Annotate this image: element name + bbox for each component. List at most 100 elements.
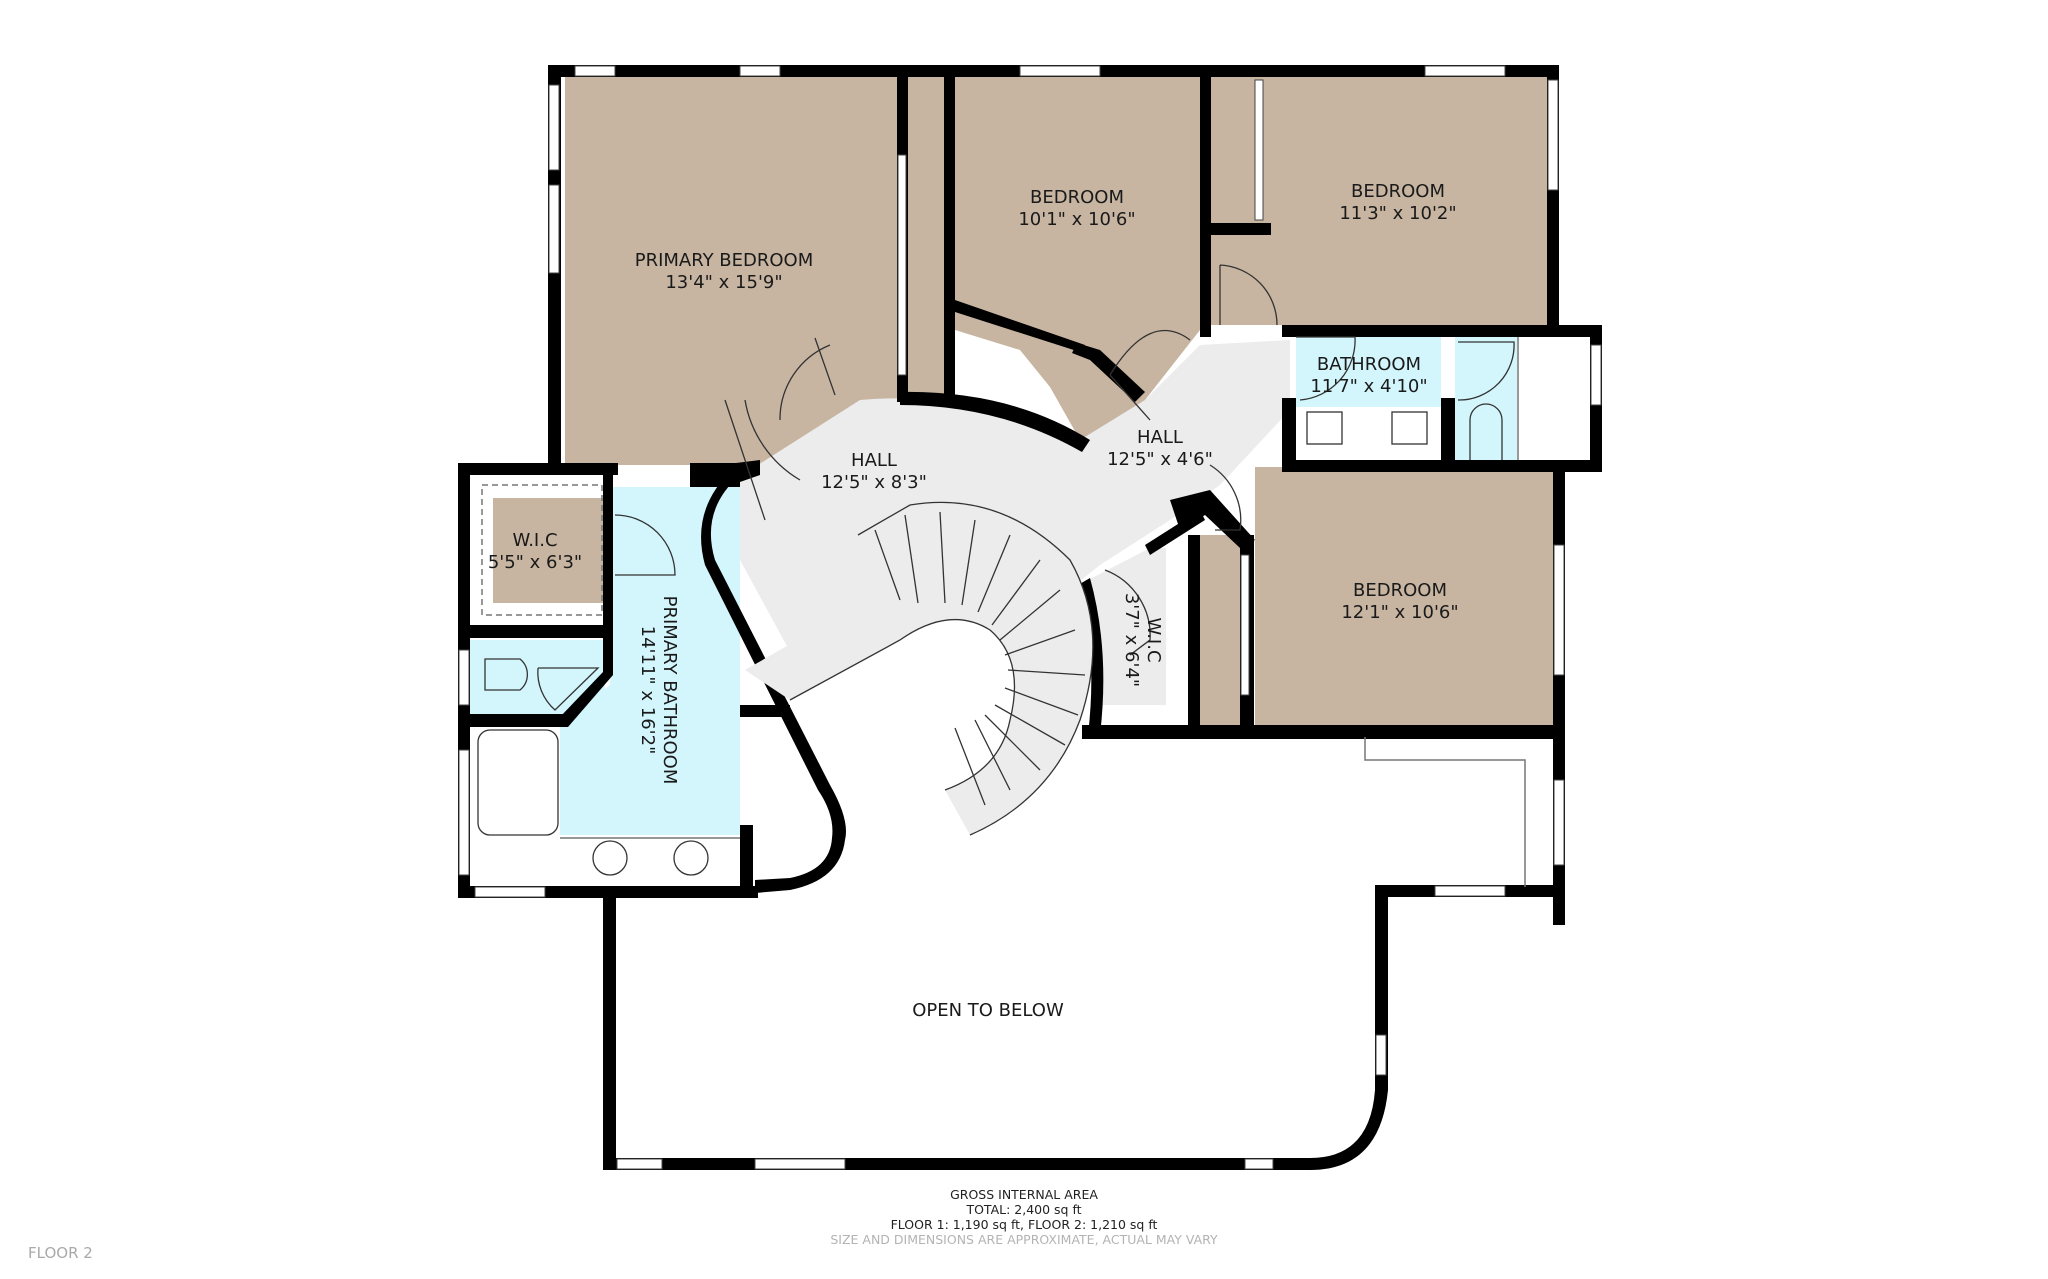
sink-icon [673, 840, 709, 876]
window [548, 84, 560, 171]
wic-primary-area [493, 498, 603, 603]
room-dims-wic-primary: 5'5" x 6'3" [488, 552, 582, 573]
bathroom-wc-area [1455, 337, 1517, 460]
wall [458, 714, 568, 727]
wall [1282, 325, 1602, 337]
primary-tub-area [470, 725, 560, 875]
room-name-bedroom-1: BEDROOM [1030, 187, 1124, 208]
window [1434, 885, 1506, 897]
wall [1282, 398, 1296, 468]
bedroom-3-closet-area [1200, 535, 1240, 725]
bedroom-1-area [955, 77, 1200, 440]
open-below-outline [1364, 737, 1526, 887]
window [1244, 1158, 1274, 1170]
room-name-wic-primary: W.I.C [512, 530, 557, 551]
window [1375, 1034, 1387, 1076]
window [548, 184, 560, 274]
toilet-icon [1469, 403, 1503, 460]
door-swing [1109, 330, 1191, 421]
primary-bedroom-area [565, 77, 897, 465]
room-dims-wic-small: 3'7" x 6'4" [1121, 593, 1142, 687]
room-name-bedroom-2: BEDROOM [1351, 181, 1445, 202]
room-dims-bedroom-2: 11'3" x 10'2" [1339, 203, 1456, 224]
bathtub-icon [477, 729, 559, 836]
room-name-open-to-below: OPEN TO BELOW [912, 1000, 1064, 1021]
door-swing [1104, 569, 1151, 656]
door-swing [537, 667, 600, 711]
wall [603, 475, 613, 610]
room-name-wic-small: W.I.C [1143, 617, 1164, 662]
spiral-staircase [745, 501, 1094, 836]
sink-icon [592, 840, 628, 876]
door-swing [1209, 464, 1242, 531]
area-total: TOTAL: 2,400 sq ft [966, 1202, 1082, 1217]
wall [944, 77, 955, 397]
door-swing [614, 514, 676, 576]
room-name-primary-bedroom: PRIMARY BEDROOM [635, 250, 814, 271]
wall [900, 391, 1090, 452]
area-summary: GROSS INTERNAL AREA TOTAL: 2,400 sq ft F… [0, 1187, 2048, 1247]
window [574, 65, 616, 77]
wall [1211, 223, 1271, 235]
wall [1200, 77, 1211, 337]
room-name-bedroom-3: BEDROOM [1353, 580, 1447, 601]
wall [458, 463, 618, 475]
closet-strip-area [908, 77, 944, 395]
room-dims-bedroom-3: 12'1" x 10'6" [1341, 602, 1458, 623]
window [616, 1158, 663, 1170]
window [1553, 544, 1565, 676]
room-name-bathroom: BATHROOM [1317, 354, 1421, 375]
wall [603, 893, 1388, 1170]
room-name-hall-side: HALL [1137, 427, 1183, 448]
wall [458, 625, 608, 638]
room-dims-hall-side: 12'5" x 4'6" [1107, 449, 1213, 470]
wic-small-area [1088, 548, 1166, 705]
room-dims-primary-bathroom: 14'11" x 16'2" [637, 626, 658, 755]
wall [1170, 490, 1255, 548]
door-swing [1457, 341, 1515, 401]
room-dims-hall-main: 12'5" x 8'3" [821, 472, 927, 493]
floor-label: FLOOR 2 [28, 1244, 93, 1262]
wall [560, 610, 613, 727]
window [458, 749, 470, 876]
wall [740, 705, 790, 717]
window [1553, 779, 1565, 866]
sink-icon [1306, 411, 1343, 445]
window [458, 649, 470, 706]
wic-shelf-outline [481, 484, 603, 616]
area-disclaimer: SIZE AND DIMENSIONS ARE APPROXIMATE, ACT… [830, 1232, 1218, 1247]
wall [740, 825, 753, 895]
room-dims-bathroom: 11'7" x 4'10" [1310, 376, 1427, 397]
wall [1145, 510, 1205, 555]
closet-door [1240, 554, 1250, 696]
window [739, 65, 781, 77]
door-swing [1219, 264, 1278, 326]
room-name-primary-bathroom: PRIMARY BATHROOM [659, 596, 680, 785]
sink-icon [1391, 411, 1428, 445]
window [754, 1158, 846, 1170]
primary-vanity-area [560, 838, 740, 878]
bedroom-3-area [1255, 467, 1553, 725]
toilet-icon [484, 658, 529, 691]
closet-door [897, 154, 907, 376]
window [474, 886, 546, 898]
door-swing [724, 399, 801, 521]
bathroom-vanity-area [1296, 408, 1441, 460]
door-swing [1296, 336, 1356, 401]
window [1590, 344, 1602, 406]
primary-bathroom-area [560, 487, 740, 835]
area-floors: FLOOR 1: 1,190 sq ft, FLOOR 2: 1,210 sq … [890, 1217, 1158, 1232]
window [1019, 65, 1101, 77]
wall [1072, 343, 1145, 402]
room-dims-bedroom-1: 10'1" x 10'6" [1018, 209, 1135, 230]
wall [1441, 398, 1455, 468]
wall [1082, 725, 1565, 739]
window [1424, 65, 1506, 77]
room-name-hall-main: HALL [851, 450, 897, 471]
window [1547, 79, 1559, 191]
door-swing [779, 337, 836, 421]
area-title: GROSS INTERNAL AREA [950, 1187, 1098, 1202]
wall [1188, 535, 1200, 725]
bedroom-2-area [1210, 77, 1547, 325]
